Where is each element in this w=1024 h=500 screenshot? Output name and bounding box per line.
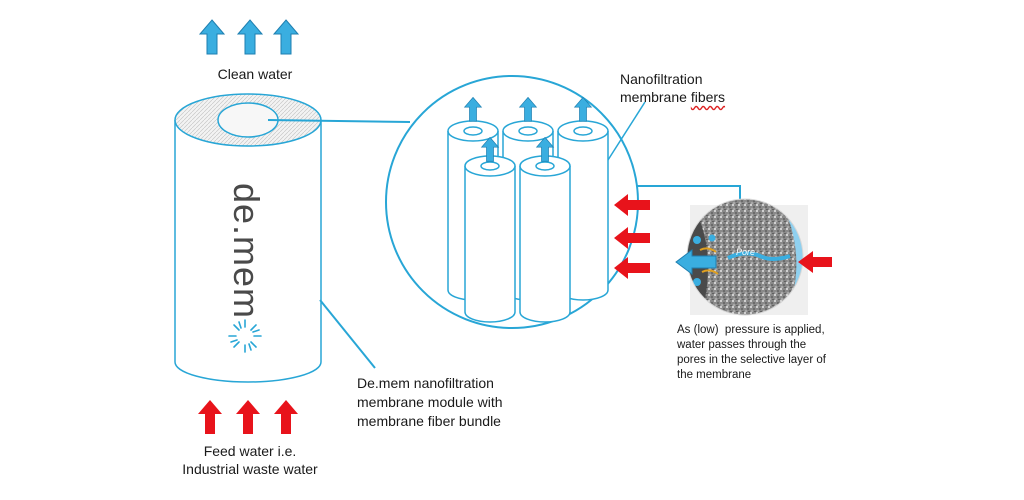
feed-water-arrows — [198, 400, 298, 434]
up-arrow-icon — [273, 19, 299, 55]
logo-burst-icon — [228, 319, 262, 353]
feed-label-line2: Industrial waste water — [182, 461, 318, 477]
pressure-line3: pores in the selective layer of — [677, 354, 826, 366]
membrane-fibers — [447, 120, 609, 323]
left-arrow-icon — [675, 249, 717, 275]
fiber — [519, 155, 571, 323]
pore-zoom: Pore — [675, 198, 832, 316]
nanofiltration-label-line2: membrane fibers — [620, 88, 790, 106]
up-arrow-icon — [199, 19, 225, 55]
clean-water-label: Clean water — [217, 66, 293, 82]
module-label-line1: De.mem nanofiltration — [357, 375, 494, 391]
left-arrow-icon — [614, 227, 650, 249]
left-arrow-icon — [614, 257, 650, 279]
left-arrow-icon — [798, 251, 832, 273]
up-arrow-icon — [237, 19, 263, 55]
pressure-line2: water passes through the — [677, 339, 807, 351]
pore-label: Pore — [736, 247, 755, 257]
pressure-line1: As (low) pressure is applied, — [677, 324, 825, 336]
nanofiltration-label-line1: Nanofiltration — [620, 71, 703, 87]
membrane-module — [174, 93, 322, 383]
feed-water-label: Feed water i.e. Industrial waste water — [150, 442, 350, 478]
module-label: De.mem nanofiltration membrane module wi… — [357, 374, 557, 431]
pressure-arrows — [614, 194, 650, 279]
pressure-explanation: As (low) pressure is applied, water pass… — [677, 323, 857, 383]
up-arrow-icon — [198, 400, 222, 434]
pressure-line4: the membrane — [677, 369, 752, 381]
left-arrow-icon — [614, 194, 650, 216]
fiber-label-leader — [607, 101, 646, 161]
brand-logo: de.mem — [226, 183, 267, 319]
nanofiltration-label-membrane: membrane — [620, 89, 691, 105]
fiber — [464, 155, 516, 323]
up-arrow-icon — [274, 400, 298, 434]
up-arrow-icon — [236, 400, 260, 434]
module-label-line3: membrane fiber bundle — [357, 413, 501, 429]
feed-label-line1: Feed water i.e. — [203, 443, 297, 459]
clean-water-arrows — [199, 19, 299, 55]
module-label-line2: membrane module with — [357, 394, 503, 410]
nanofiltration-label-fibers: fibers — [690, 89, 726, 105]
nanofiltration-fibers-label: Nanofiltration membrane fibers — [620, 70, 790, 106]
connector-lines — [267, 119, 741, 369]
